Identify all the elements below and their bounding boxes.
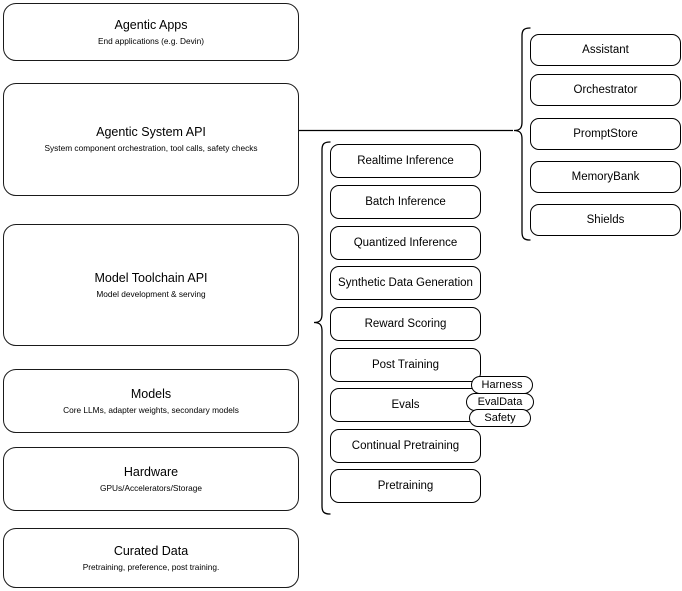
- capability-label: Evals: [391, 399, 420, 411]
- capability-label: Pretraining: [377, 480, 434, 492]
- component-label: Orchestrator: [573, 84, 638, 96]
- component-box-orchestrator[interactable]: Orchestrator: [530, 74, 681, 106]
- eval-pill-safety[interactable]: Safety: [469, 409, 531, 427]
- capability-box-reward-scoring[interactable]: Reward Scoring: [330, 307, 481, 341]
- capability-label: Synthetic Data Generation: [338, 277, 473, 289]
- layer-title: Curated Data: [113, 543, 189, 558]
- layer-box-agentic-system-api[interactable]: Agentic System API System component orch…: [3, 83, 299, 196]
- middle-capability-brace: [308, 140, 332, 516]
- eval-pill-label: EvalData: [477, 395, 523, 408]
- eval-pill-label: Harness: [481, 378, 523, 391]
- capability-label: Realtime Inference: [357, 155, 454, 167]
- layer-title: Agentic Apps: [114, 17, 188, 32]
- layer-title: Agentic System API: [96, 125, 206, 139]
- component-box-promptstore[interactable]: PromptStore: [530, 118, 681, 150]
- agentic-system-api-connector: [299, 118, 519, 144]
- component-box-shields[interactable]: Shields: [530, 204, 681, 236]
- layer-title: Hardware: [123, 464, 179, 479]
- layer-title: Model Toolchain API: [94, 270, 208, 285]
- capability-box-pretraining[interactable]: Pretraining: [330, 469, 481, 503]
- right-component-brace: [508, 26, 532, 242]
- eval-pill-harness[interactable]: Harness: [471, 376, 533, 394]
- capability-label: Post Training: [371, 359, 440, 371]
- layer-subtitle: Model development & serving: [96, 288, 206, 299]
- component-label: Assistant: [582, 44, 629, 56]
- capability-box-continual-pretraining[interactable]: Continual Pretraining: [330, 429, 481, 463]
- layer-box-curated-data[interactable]: Curated Data Pretraining, preference, po…: [3, 528, 299, 588]
- capability-box-post-training[interactable]: Post Training: [330, 348, 481, 382]
- layer-subtitle: GPUs/Accelerators/Storage: [100, 482, 202, 493]
- component-box-memorybank[interactable]: MemoryBank: [530, 161, 681, 193]
- layer-box-model-toolchain-api[interactable]: Model Toolchain API Model development & …: [3, 224, 299, 346]
- component-label: Shields: [586, 214, 625, 226]
- layer-subtitle: Core LLMs, adapter weights, secondary mo…: [63, 404, 239, 415]
- layer-box-models[interactable]: Models Core LLMs, adapter weights, secon…: [3, 369, 299, 433]
- layer-box-agentic-apps[interactable]: Agentic Apps End applications (e.g. Devi…: [3, 3, 299, 61]
- component-label: PromptStore: [573, 128, 638, 140]
- capability-label: Quantized Inference: [353, 237, 458, 249]
- layer-title: Models: [130, 386, 172, 401]
- capability-box-evals[interactable]: Evals: [330, 388, 481, 422]
- layer-subtitle: System component orchestration, tool cal…: [44, 143, 258, 153]
- component-box-assistant[interactable]: Assistant: [530, 34, 681, 66]
- capability-box-realtime-inference[interactable]: Realtime Inference: [330, 144, 481, 178]
- capability-label: Continual Pretraining: [351, 440, 460, 452]
- layer-subtitle: Pretraining, preference, post training.: [82, 561, 220, 572]
- layer-subtitle: End applications (e.g. Devin): [97, 35, 205, 46]
- eval-pill-label: Safety: [484, 411, 516, 424]
- layer-box-hardware[interactable]: Hardware GPUs/Accelerators/Storage: [3, 447, 299, 511]
- capability-label: Batch Inference: [365, 196, 446, 208]
- capability-box-quantized-inference[interactable]: Quantized Inference: [330, 226, 481, 260]
- capability-box-batch-inference[interactable]: Batch Inference: [330, 185, 481, 219]
- capability-label: Reward Scoring: [364, 318, 447, 330]
- capability-box-synthetic-data-generation[interactable]: Synthetic Data Generation: [330, 266, 481, 300]
- component-label: MemoryBank: [571, 171, 640, 183]
